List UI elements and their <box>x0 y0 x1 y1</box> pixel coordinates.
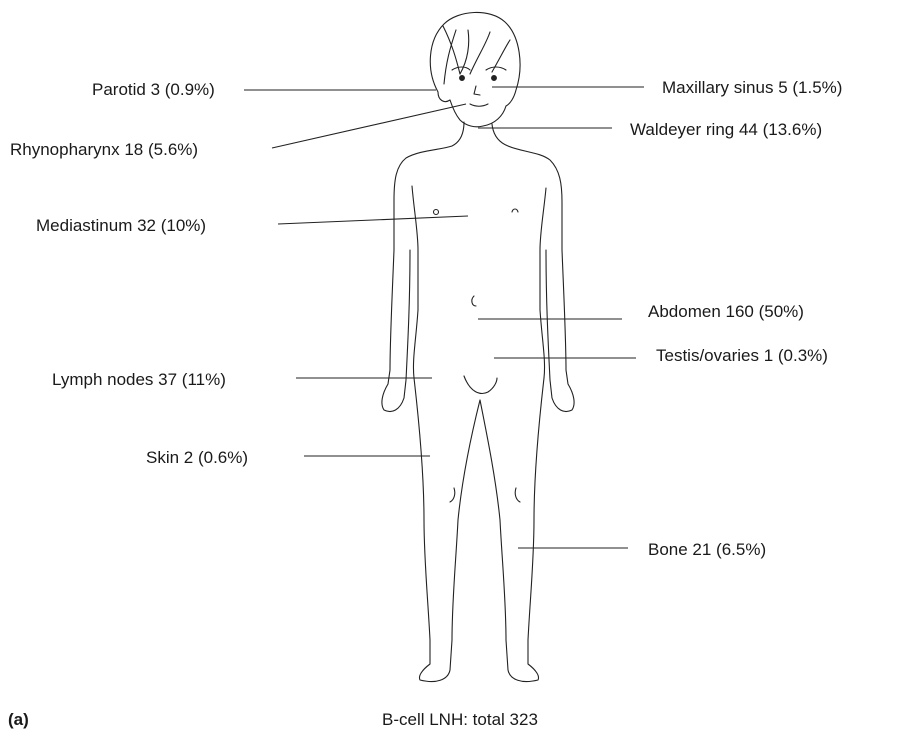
panel-letter: (a) <box>8 710 29 730</box>
label-mediastinum: Mediastinum 32 (10%) <box>36 216 206 236</box>
figure-caption: B-cell LNH: total 323 <box>382 710 538 730</box>
label-maxillary-sinus: Maxillary sinus 5 (1.5%) <box>662 78 842 98</box>
leader-rhynopharynx <box>272 104 466 148</box>
label-parotid: Parotid 3 (0.9%) <box>92 80 215 100</box>
label-testis-ovaries: Testis/ovaries 1 (0.3%) <box>656 346 828 366</box>
leader-mediastinum <box>278 216 468 224</box>
label-bone: Bone 21 (6.5%) <box>648 540 766 560</box>
label-rhynopharynx: Rhynopharynx 18 (5.6%) <box>10 140 198 160</box>
label-waldeyer-ring: Waldeyer ring 44 (13.6%) <box>630 120 822 140</box>
label-skin: Skin 2 (0.6%) <box>146 448 248 468</box>
label-lymph-nodes: Lymph nodes 37 (11%) <box>52 370 226 390</box>
label-abdomen: Abdomen 160 (50%) <box>648 302 804 322</box>
